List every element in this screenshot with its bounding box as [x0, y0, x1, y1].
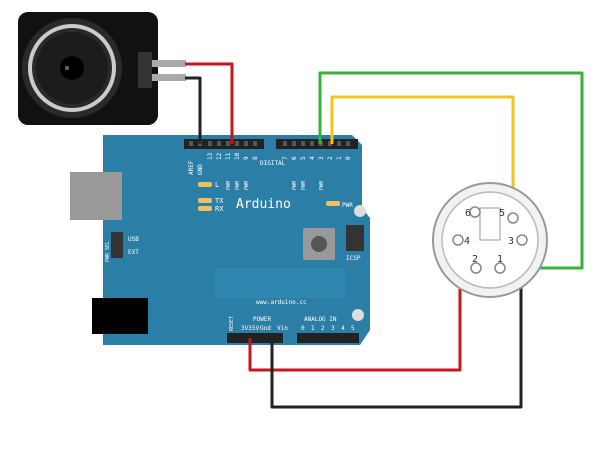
- wire-red-5v: [248, 240, 462, 372]
- usb-label: USB: [128, 236, 139, 243]
- analog-pin-label: 3: [331, 325, 335, 332]
- led-tx-label: TX: [215, 197, 224, 205]
- header-pin: [328, 141, 332, 146]
- din-pin-label: 5: [499, 208, 505, 219]
- header-pin: [217, 141, 221, 146]
- top-pin-label: 12: [216, 152, 223, 160]
- pwm-label: PWM: [226, 181, 232, 190]
- din-pin-label: 3: [508, 236, 514, 247]
- top-pin-label: GND: [197, 164, 204, 175]
- din-pin-label: 6: [465, 208, 471, 219]
- analog-pin-label: 5: [351, 325, 355, 332]
- header-digital-high: [184, 139, 264, 149]
- top-pin-label: 7: [282, 156, 289, 160]
- wires: [185, 62, 584, 409]
- header-pin: [346, 141, 350, 146]
- din-pin-4: [452, 234, 464, 246]
- digital-label: DIGITAL: [260, 160, 286, 167]
- header-analog: [297, 333, 359, 343]
- pwr-sel-jumper: [111, 232, 123, 258]
- wire-green: [318, 71, 584, 270]
- wire-black-speaker: [185, 76, 202, 144]
- analog-pin-label: 2: [321, 325, 325, 332]
- din-pin-6: [469, 206, 481, 218]
- top-pin-label: AREF: [188, 160, 195, 175]
- top-pin-label: 9: [243, 156, 250, 160]
- led-pwr-label: PWR: [342, 202, 353, 209]
- header-pin: [189, 141, 193, 146]
- pwm-label: PWM: [301, 181, 307, 190]
- header-pin: [310, 141, 314, 146]
- top-pin-label: 5: [300, 156, 307, 160]
- top-pin-label: 1: [336, 156, 343, 160]
- power-jack: [92, 298, 148, 334]
- pwm-label: PWM: [292, 181, 298, 190]
- header-power: [227, 333, 283, 343]
- pin-3v3: 3V3: [241, 325, 252, 332]
- power-label: POWER: [253, 316, 271, 323]
- top-pin-label: 13: [207, 152, 214, 160]
- icsp-label: ICSP: [346, 255, 361, 262]
- pin-vin: Vin: [277, 325, 288, 332]
- header-pin: [226, 141, 230, 146]
- din-pin-label: 4: [464, 236, 470, 247]
- header-pin: [235, 141, 239, 146]
- analog-pin-label: 1: [311, 325, 315, 332]
- top-pin-label: 0: [345, 156, 352, 160]
- header-pin: [337, 141, 341, 146]
- wire-red-speaker: [185, 62, 234, 144]
- top-pin-label: 3: [318, 156, 325, 160]
- header-pin: [208, 141, 212, 146]
- led-l-label: L: [215, 181, 219, 189]
- reset-label: RESET: [229, 316, 235, 331]
- wire-black-gnd: [270, 268, 523, 409]
- din-pin-1: [494, 262, 506, 274]
- pwm-label: PWM: [319, 181, 325, 190]
- pwm-label: PWM: [235, 181, 241, 190]
- din-pin-2: [470, 262, 482, 274]
- header-pin: [253, 141, 257, 146]
- din-pin-5: [507, 212, 519, 224]
- header-pin: [244, 141, 248, 146]
- led-rx-label: RX: [215, 205, 224, 213]
- analog-pin-label: 0: [301, 325, 305, 332]
- analog-label: ANALOG IN: [304, 316, 337, 323]
- top-pin-label: 6: [291, 156, 298, 160]
- header-pin: [283, 141, 287, 146]
- board-name: Arduino: [236, 197, 291, 212]
- icsp-header: [346, 225, 364, 251]
- analog-pin-label: 4: [341, 325, 345, 332]
- ext-label: EXT: [128, 249, 139, 256]
- header-pin: [301, 141, 305, 146]
- top-pin-label: 11: [225, 152, 232, 160]
- board-url: www.arduino.cc: [256, 299, 307, 306]
- header-digital-low: [276, 139, 358, 149]
- top-pin-label: 4: [309, 156, 316, 160]
- pwr-sel-label: PWR SEL: [105, 241, 111, 262]
- header-pin: [292, 141, 296, 146]
- usb-connector: [70, 172, 122, 220]
- midi-din-connector: 1 2 3 4 5 6: [432, 182, 548, 298]
- din-pin-3: [516, 234, 528, 246]
- pin-gnd: Gnd: [260, 325, 271, 332]
- arduino-board: Arduino DIGITAL L TX RX PWR ICSP USB EXT…: [70, 135, 370, 345]
- wire-yellow: [330, 95, 515, 218]
- top-pin-label: 8: [252, 156, 259, 160]
- din-pin-label: 1: [497, 254, 503, 265]
- top-pin-label: 2: [327, 156, 334, 160]
- din-pin-label: 2: [472, 254, 478, 265]
- top-pin-label: 10: [234, 152, 241, 160]
- pin-5v: 5V: [252, 325, 260, 332]
- speaker: [18, 12, 186, 125]
- pwm-label: PWM: [244, 181, 250, 190]
